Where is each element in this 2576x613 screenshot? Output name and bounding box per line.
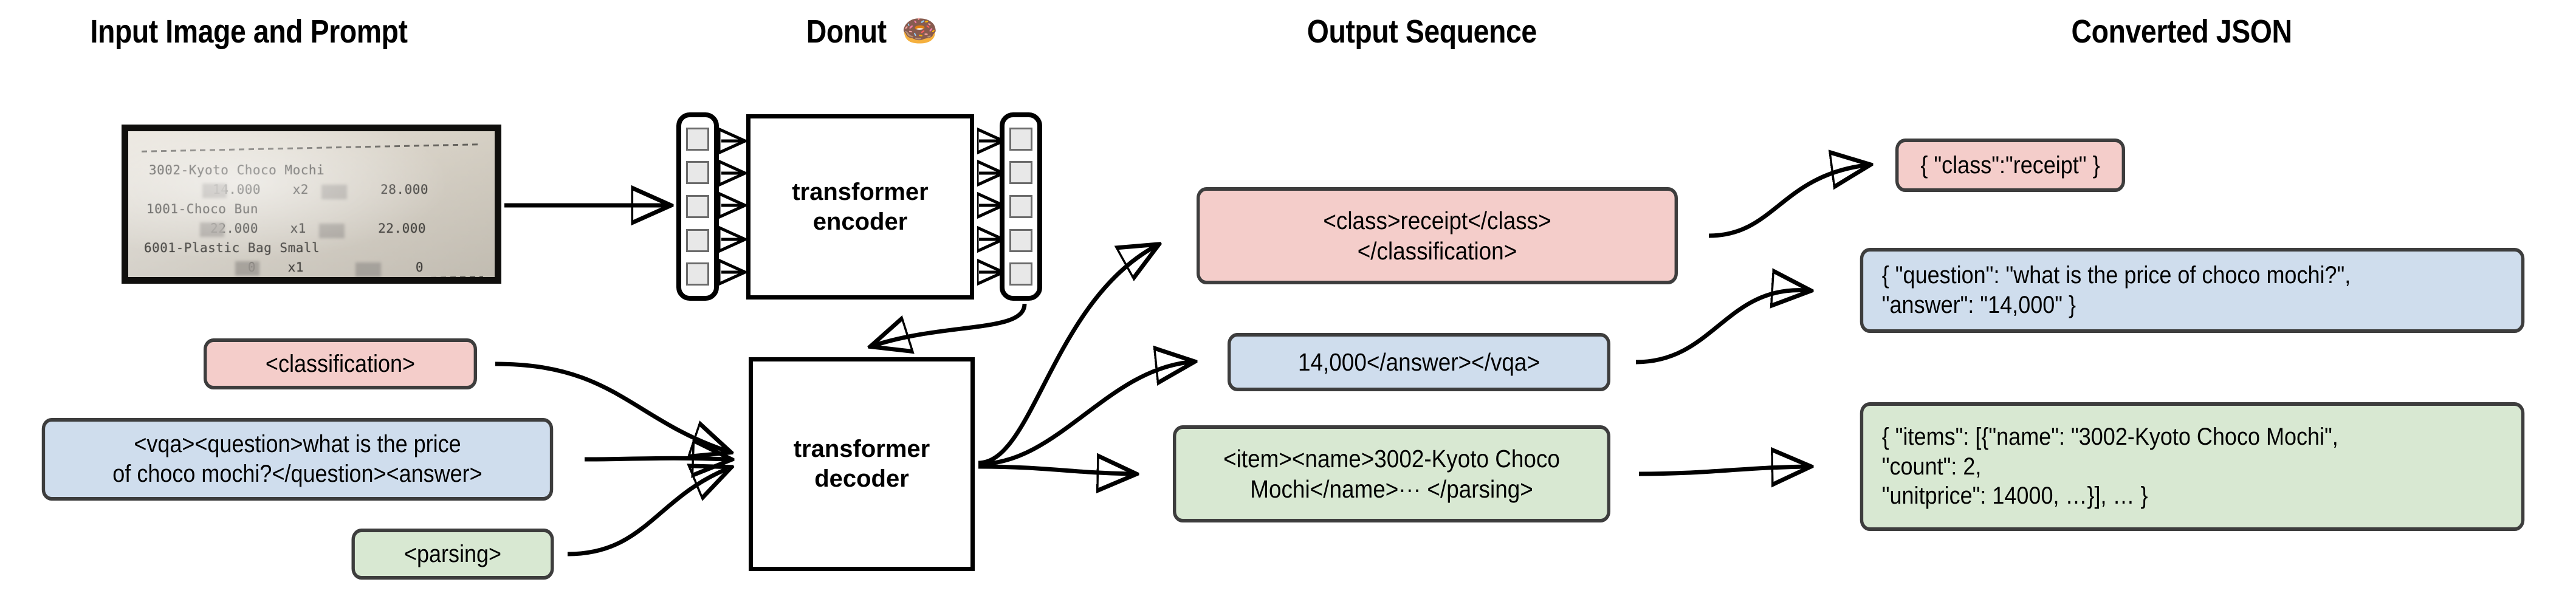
prompt-vqa-box: <vqa><question>what is the price of choc… — [41, 418, 554, 501]
wire-output-to-json-parsing — [1638, 467, 1806, 474]
encoder-output-token — [1009, 194, 1032, 218]
donut-icon: 🍩 — [901, 15, 938, 47]
encoder-output-token-strip — [1000, 112, 1042, 301]
heading-converted-json: Converted JSON — [2071, 13, 2292, 50]
output-classification-box: <class>receipt</class> </classification> — [1197, 187, 1678, 284]
encoder-output-token — [1009, 262, 1032, 286]
encoder-input-token — [686, 161, 709, 185]
encoder-output-token — [1009, 161, 1032, 185]
heading-donut: Donut — [806, 13, 887, 50]
receipt-line-1: 3002-Kyoto Choco Mochi — [149, 163, 325, 177]
heading-output-group: Output Sequence — [1167, 12, 1677, 51]
receipt-redaction-6 — [355, 262, 381, 277]
receipt-redaction-3 — [235, 261, 259, 276]
prompt-parsing-box: <parsing> — [351, 529, 554, 580]
wire-vqa-prompt-to-decoder — [584, 458, 727, 459]
prompt-classification-box: <classification> — [204, 338, 477, 389]
encoder-input-token — [686, 262, 709, 286]
receipt-line-3: 1001-Choco Bun — [146, 202, 259, 216]
encoder-input-token — [686, 228, 709, 252]
receipt-divider-bottom — [139, 276, 483, 277]
heading-output-sequence: Output Sequence — [1307, 13, 1537, 50]
heading-model-group: Donut 🍩 — [699, 12, 1039, 51]
encoder-input-token — [686, 127, 709, 151]
receipt-redaction-5 — [319, 224, 345, 238]
receipt-line-5: 6001-Plastic Bag Small — [144, 241, 320, 255]
output-parsing-box: <item><name>3002-Kyoto Choco Mochi</name… — [1173, 425, 1610, 522]
wire-output-to-json-classification — [1708, 165, 1866, 238]
encoder-output-token — [1009, 228, 1032, 252]
heading-input-image-and-prompt: Input Image and Prompt — [90, 13, 408, 50]
transformer-encoder-block: transformer encoder — [746, 114, 974, 300]
encoder-output-token — [1009, 127, 1032, 151]
receipt-divider-top — [142, 143, 482, 152]
encoder-input-token-strip — [676, 112, 719, 301]
wire-output-to-json-vqa — [1635, 290, 1806, 365]
output-vqa-box: 14,000</answer></vqa> — [1228, 333, 1610, 391]
wire-encoder-to-decoder — [875, 303, 1027, 345]
receipt-line-2: 14.000 x2 28.000 — [149, 182, 429, 197]
heading-json-group: Converted JSON — [1817, 12, 2546, 51]
receipt-redaction-1 — [202, 183, 227, 198]
receipt-redaction-2 — [200, 222, 224, 237]
json-classification-box: { "class":"receipt" } — [1895, 139, 2125, 192]
encoder-input-token — [686, 194, 709, 218]
json-parsing-box: { "items": [{"name": "3002-Kyoto Choco M… — [1860, 402, 2525, 531]
wire-parsing-prompt-to-decoder — [567, 469, 727, 556]
wire-decoder-to-output-parsing — [978, 467, 1132, 474]
transformer-decoder-block: transformer decoder — [749, 357, 975, 571]
receipt-line-6: 0 x1 0 — [144, 260, 424, 275]
wire-decoder-to-output-vqa — [978, 362, 1190, 467]
heading-input-group: Input Image and Prompt — [36, 12, 462, 51]
input-receipt-image: 3002-Kyoto Choco Mochi 14.000 x2 28.000 … — [122, 125, 501, 284]
receipt-paper: 3002-Kyoto Choco Mochi 14.000 x2 28.000 … — [128, 131, 495, 277]
receipt-line-4: 22.000 x1 22.000 — [146, 221, 427, 236]
json-vqa-box: { "question": "what is the price of choc… — [1860, 248, 2525, 333]
receipt-redaction-4 — [321, 185, 347, 199]
